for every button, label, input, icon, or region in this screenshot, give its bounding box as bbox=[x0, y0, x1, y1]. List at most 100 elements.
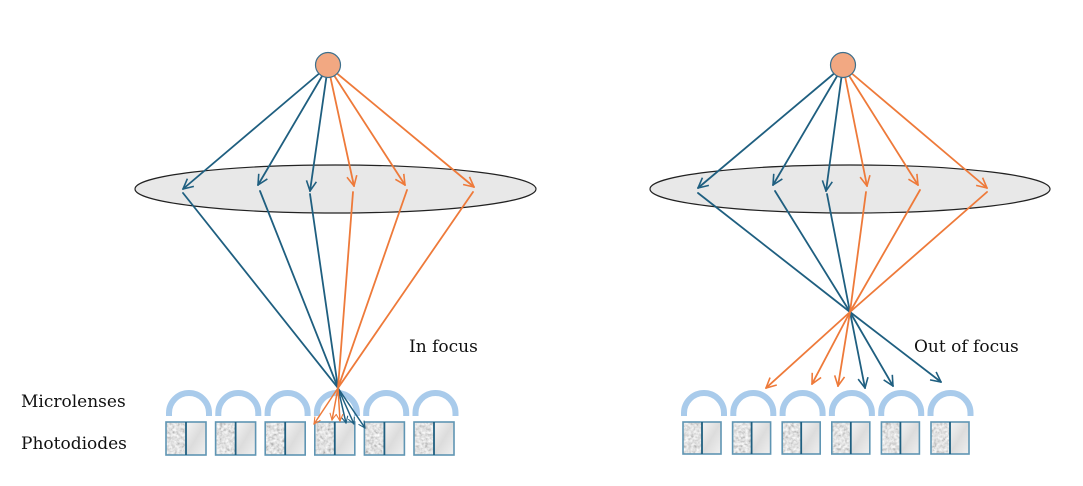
microlens bbox=[215, 390, 262, 416]
refracted-ray bbox=[337, 189, 408, 389]
refracted-ray bbox=[259, 190, 339, 389]
refracted-rays bbox=[697, 189, 988, 388]
microlens bbox=[264, 390, 311, 416]
light-source bbox=[314, 51, 342, 79]
sensor-ray bbox=[337, 387, 354, 424]
refracted-ray bbox=[849, 191, 988, 313]
photodiode-right-half bbox=[900, 422, 920, 454]
photodiode-left-half bbox=[831, 422, 851, 454]
incident-ray bbox=[327, 65, 405, 185]
photodiode-right-half bbox=[235, 422, 256, 455]
sensor-ray bbox=[313, 387, 339, 424]
diverging-ray bbox=[766, 311, 851, 388]
photodiode-left-half bbox=[414, 422, 434, 455]
microlens bbox=[828, 390, 875, 416]
photodiode-left-half bbox=[732, 422, 752, 454]
microlens bbox=[927, 390, 974, 416]
photodiode bbox=[363, 421, 406, 456]
incident-ray bbox=[698, 65, 844, 188]
main-lens bbox=[134, 164, 537, 214]
photodiode bbox=[731, 421, 772, 455]
photodiode-left-half bbox=[881, 422, 901, 454]
photodiode-left-half bbox=[314, 422, 335, 455]
photodiode-right-half bbox=[434, 422, 454, 455]
sensor-ray bbox=[337, 387, 366, 428]
photodiode bbox=[930, 421, 970, 455]
photodiode-left-half bbox=[931, 422, 950, 454]
main-lens bbox=[649, 164, 1051, 214]
photodiode-right-half bbox=[384, 422, 405, 455]
refracted-ray bbox=[849, 189, 921, 313]
photodiode-array bbox=[165, 421, 455, 456]
out-of-focus-panel: Out of focus bbox=[649, 51, 1051, 455]
diverging-ray bbox=[849, 311, 865, 388]
photodiode-left-half bbox=[265, 422, 286, 455]
photodiode-right-half bbox=[751, 422, 771, 454]
photodiode bbox=[313, 421, 356, 456]
diverging-ray bbox=[849, 311, 894, 386]
photodiode-right-half bbox=[285, 422, 306, 455]
microlens bbox=[412, 390, 459, 416]
diverging-ray bbox=[849, 311, 941, 382]
sensor-ray bbox=[337, 387, 346, 423]
microlens bbox=[779, 390, 826, 416]
incident-ray bbox=[327, 65, 474, 187]
light-source bbox=[829, 51, 857, 79]
microlenses-label: Microlenses bbox=[21, 392, 126, 412]
refracted-ray bbox=[774, 190, 851, 313]
microlens bbox=[166, 390, 212, 416]
incident-ray bbox=[258, 65, 329, 185]
refracted-ray bbox=[337, 191, 354, 389]
photodiode bbox=[830, 421, 871, 455]
photodiode-array bbox=[682, 421, 970, 455]
sensor-ray bbox=[332, 387, 339, 420]
incident-ray bbox=[773, 65, 844, 185]
incident-ray bbox=[842, 65, 987, 188]
microlens-array bbox=[681, 390, 974, 416]
photodiode-left-half bbox=[166, 422, 186, 455]
diverging-ray bbox=[811, 311, 851, 384]
incident-ray bbox=[826, 65, 844, 191]
sensor-rays bbox=[313, 387, 366, 428]
refracted-ray bbox=[337, 191, 474, 389]
photodiode bbox=[781, 421, 822, 455]
photodiode bbox=[682, 421, 722, 455]
photodiode-left-half bbox=[683, 422, 702, 454]
refracted-ray bbox=[182, 192, 339, 389]
photodiode bbox=[264, 421, 307, 456]
incident-ray bbox=[327, 65, 354, 186]
incident-ray bbox=[183, 65, 329, 189]
microlens bbox=[878, 390, 925, 416]
refracted-ray bbox=[826, 193, 851, 313]
photodiode bbox=[165, 421, 207, 456]
out-of-focus-label: Out of focus bbox=[914, 337, 1019, 357]
photodiode bbox=[880, 421, 921, 455]
incident-ray bbox=[842, 65, 867, 186]
refracted-ray bbox=[849, 191, 867, 313]
incident-rays bbox=[183, 65, 474, 191]
in-focus-label: In focus bbox=[409, 337, 478, 357]
refracted-rays bbox=[182, 189, 474, 389]
photodiode-right-half bbox=[334, 422, 355, 455]
microlens bbox=[363, 390, 410, 416]
photodiode-right-half bbox=[950, 422, 969, 454]
sensor-ray bbox=[338, 387, 340, 421]
incident-rays bbox=[698, 65, 987, 191]
refracted-ray bbox=[697, 192, 851, 313]
microlens bbox=[681, 390, 727, 416]
photodiode-right-half bbox=[801, 422, 821, 454]
photodiode-left-half bbox=[215, 422, 236, 455]
incident-ray bbox=[310, 65, 329, 191]
incident-ray bbox=[842, 65, 918, 185]
photodiode-right-half bbox=[186, 422, 206, 455]
photodiode bbox=[413, 421, 455, 456]
microlens-array bbox=[166, 390, 459, 416]
in-focus-panel: In focus bbox=[134, 51, 537, 456]
photodiodes-label: Photodiodes bbox=[21, 434, 127, 454]
photodiode bbox=[214, 421, 257, 456]
microlens bbox=[730, 390, 777, 416]
photodiode-left-half bbox=[782, 422, 802, 454]
photodiode-right-half bbox=[702, 422, 721, 454]
photodiode-right-half bbox=[850, 422, 870, 454]
